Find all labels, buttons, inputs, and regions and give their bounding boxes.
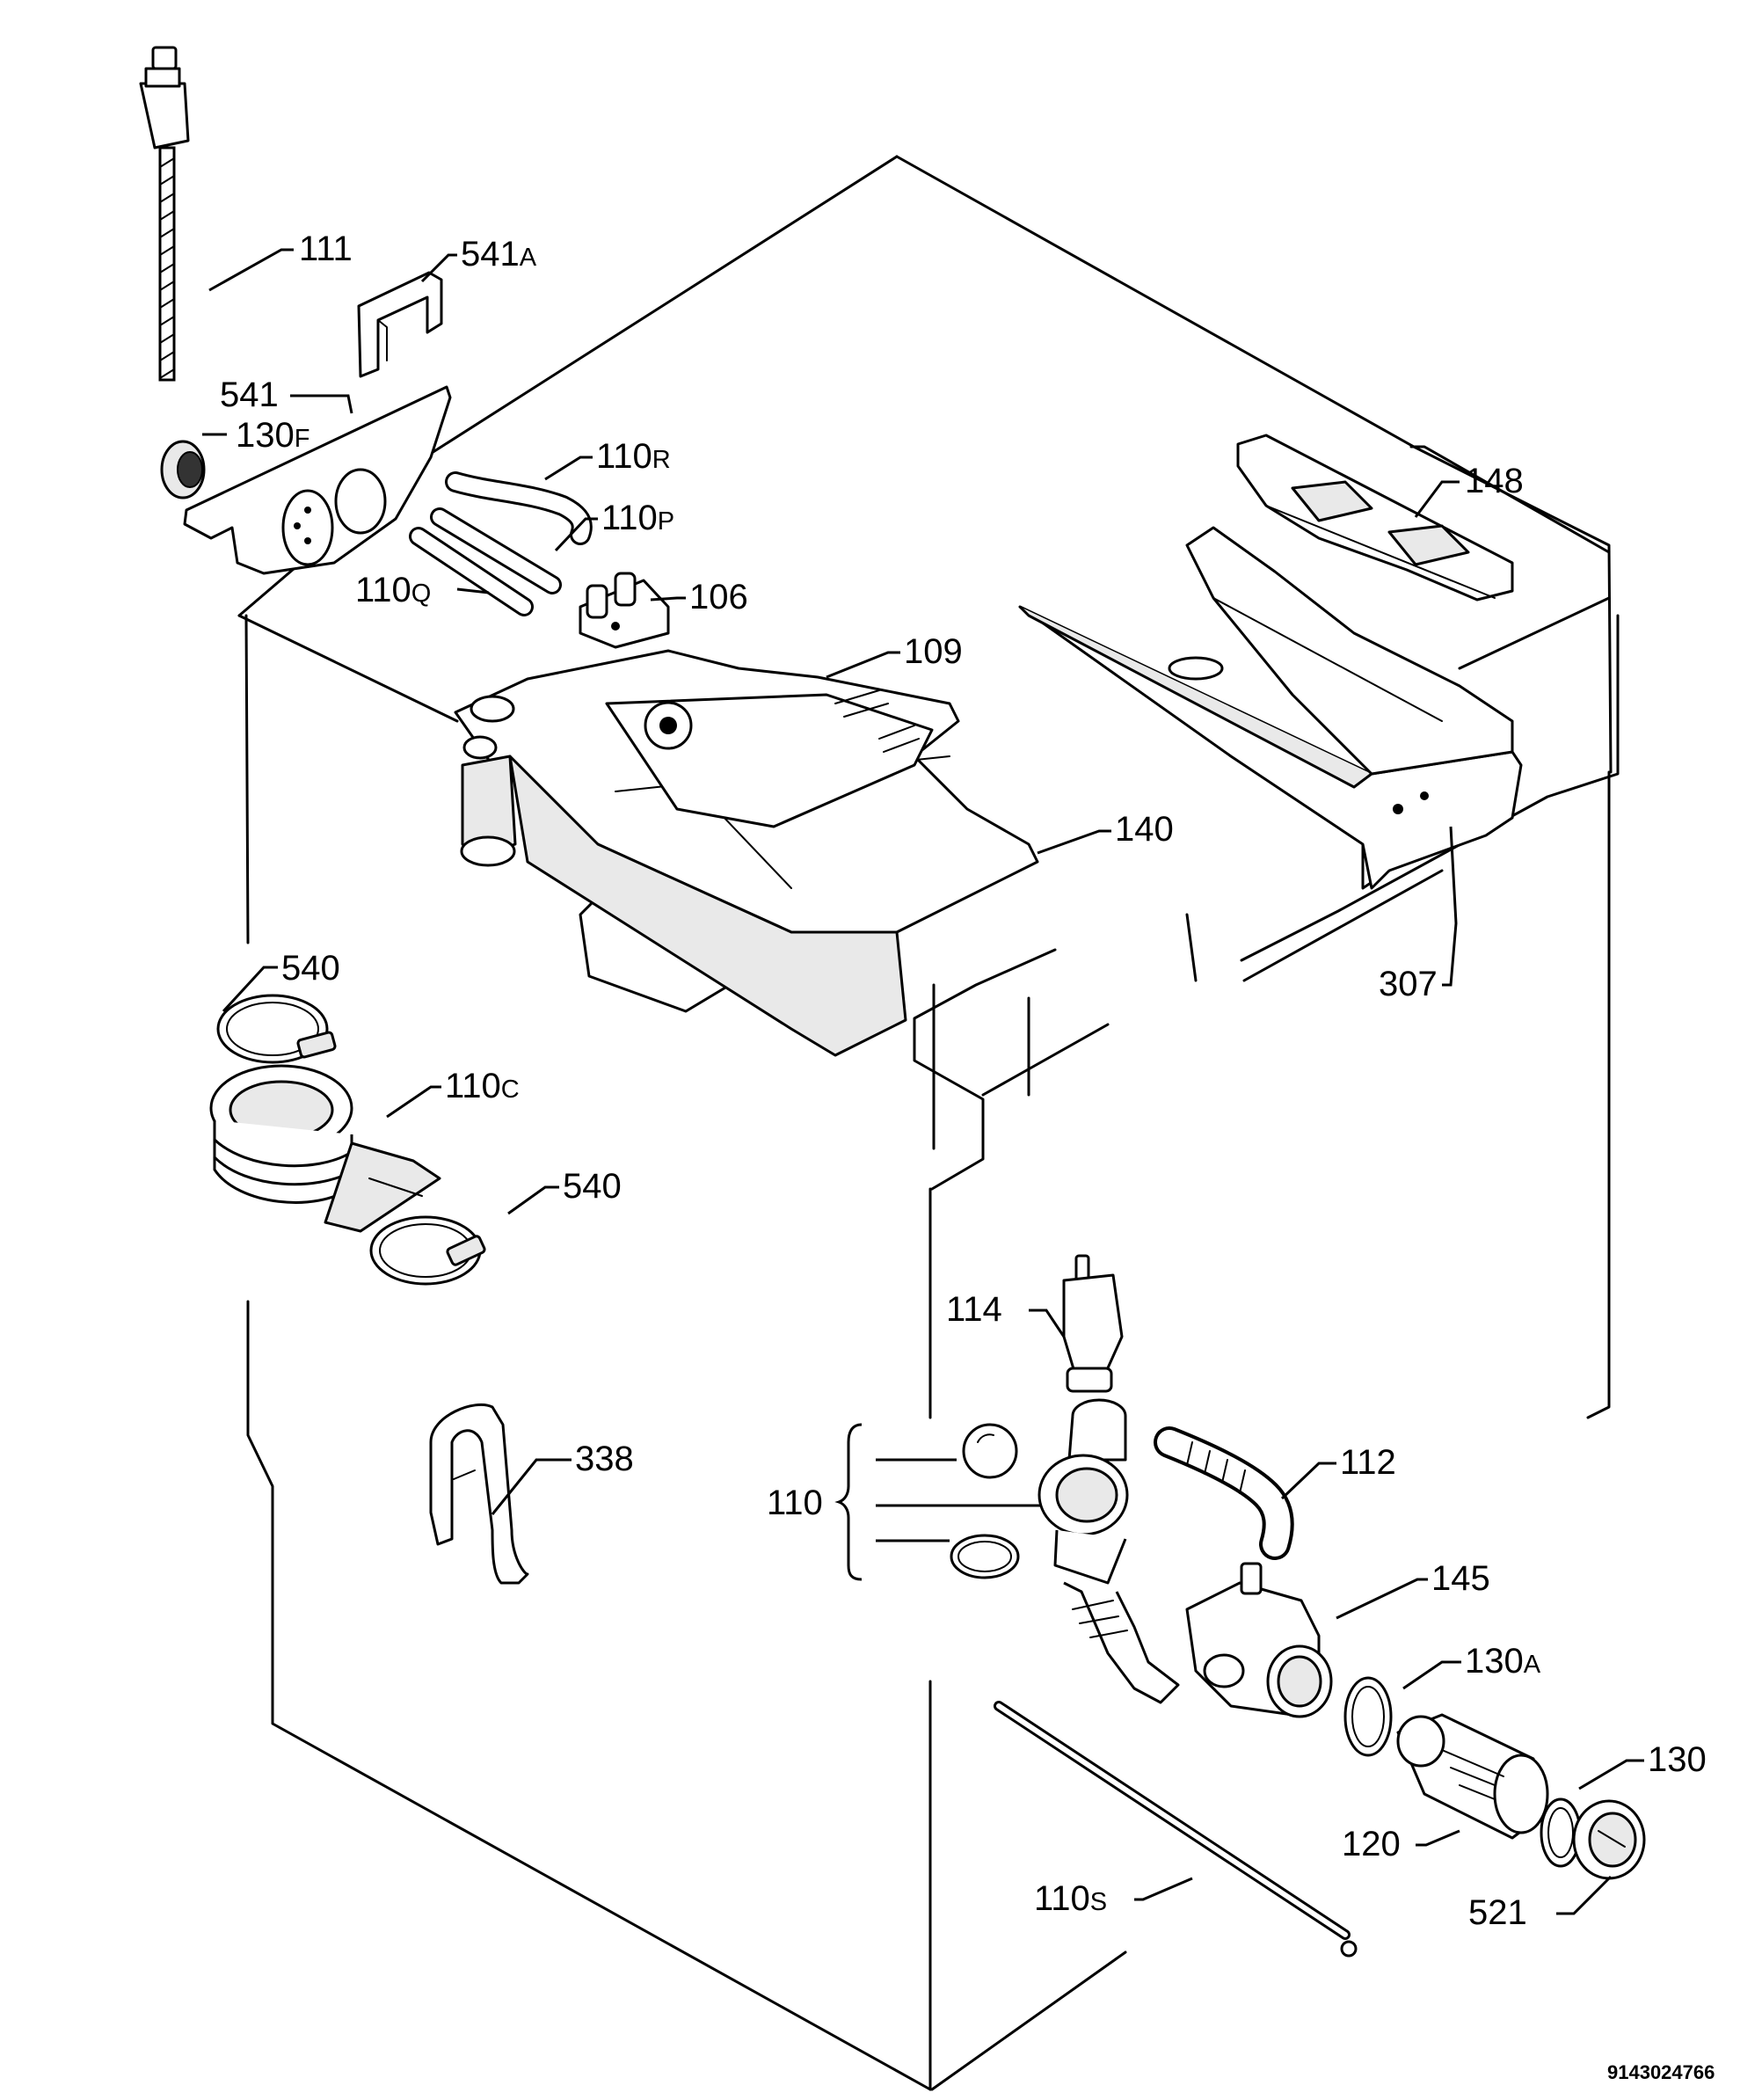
label-541: 541 — [220, 376, 279, 414]
hose-112 — [1154, 1426, 1294, 1560]
document-code: 9143024766 — [1607, 2061, 1715, 2083]
label-114: 114 — [946, 1290, 1002, 1329]
label-130: 130 — [1648, 1740, 1707, 1779]
label-540-bottom: 540 — [563, 1167, 622, 1206]
label-521: 521 — [1468, 1893, 1527, 1932]
callout-labels: 111 541A 541 130F 110R 110P 110Q 106 148… — [220, 230, 1707, 1932]
label-130f: 130F — [236, 416, 309, 455]
label-148: 148 — [1465, 462, 1524, 500]
label-145: 145 — [1431, 1559, 1490, 1598]
air-chamber-114 — [1062, 1254, 1124, 1393]
inlet-hose-111 — [139, 46, 190, 382]
cap-521 — [1572, 1799, 1646, 1880]
clamp-540-top — [216, 994, 337, 1064]
label-110r: 110R — [596, 437, 671, 476]
dispenser-lid-148 — [1236, 434, 1514, 602]
clamp-540-bottom — [369, 1215, 486, 1286]
sump-group-110 — [950, 1398, 1180, 1704]
label-110s: 110S — [1034, 1879, 1107, 1918]
label-110p: 110P — [601, 499, 674, 537]
label-338: 338 — [575, 1440, 634, 1478]
label-111: 111 — [299, 230, 353, 268]
nut-130f — [160, 440, 206, 499]
detergent-drawer-307 — [1018, 526, 1523, 890]
label-106: 106 — [689, 578, 748, 616]
filter-120 — [1396, 1713, 1549, 1840]
bellows-110c — [209, 1064, 441, 1233]
clip-541a — [357, 271, 443, 378]
label-110: 110 — [767, 1484, 823, 1522]
label-109: 109 — [904, 632, 963, 671]
label-140: 140 — [1115, 810, 1174, 849]
label-110q: 110Q — [355, 571, 431, 609]
seal-130a — [1343, 1676, 1393, 1757]
cabinet-outline — [237, 155, 1620, 2091]
label-110c: 110C — [445, 1067, 520, 1105]
rod-110s — [994, 1701, 1358, 1958]
label-130a: 130A — [1465, 1642, 1541, 1681]
label-540-top: 540 — [281, 949, 340, 988]
bracket-541 — [183, 385, 452, 575]
label-120: 120 — [1342, 1825, 1401, 1863]
u-bracket-338 — [429, 1403, 529, 1585]
pump-145 — [1185, 1562, 1333, 1718]
label-541a: 541A — [461, 235, 537, 273]
dispenser-housing-109 — [454, 649, 1039, 1057]
label-307: 307 — [1379, 965, 1438, 1003]
label-112: 112 — [1340, 1443, 1396, 1482]
leader-lines — [202, 248, 1644, 1915]
valve-106 — [579, 572, 670, 649]
tubes-110p-110q — [409, 507, 562, 616]
